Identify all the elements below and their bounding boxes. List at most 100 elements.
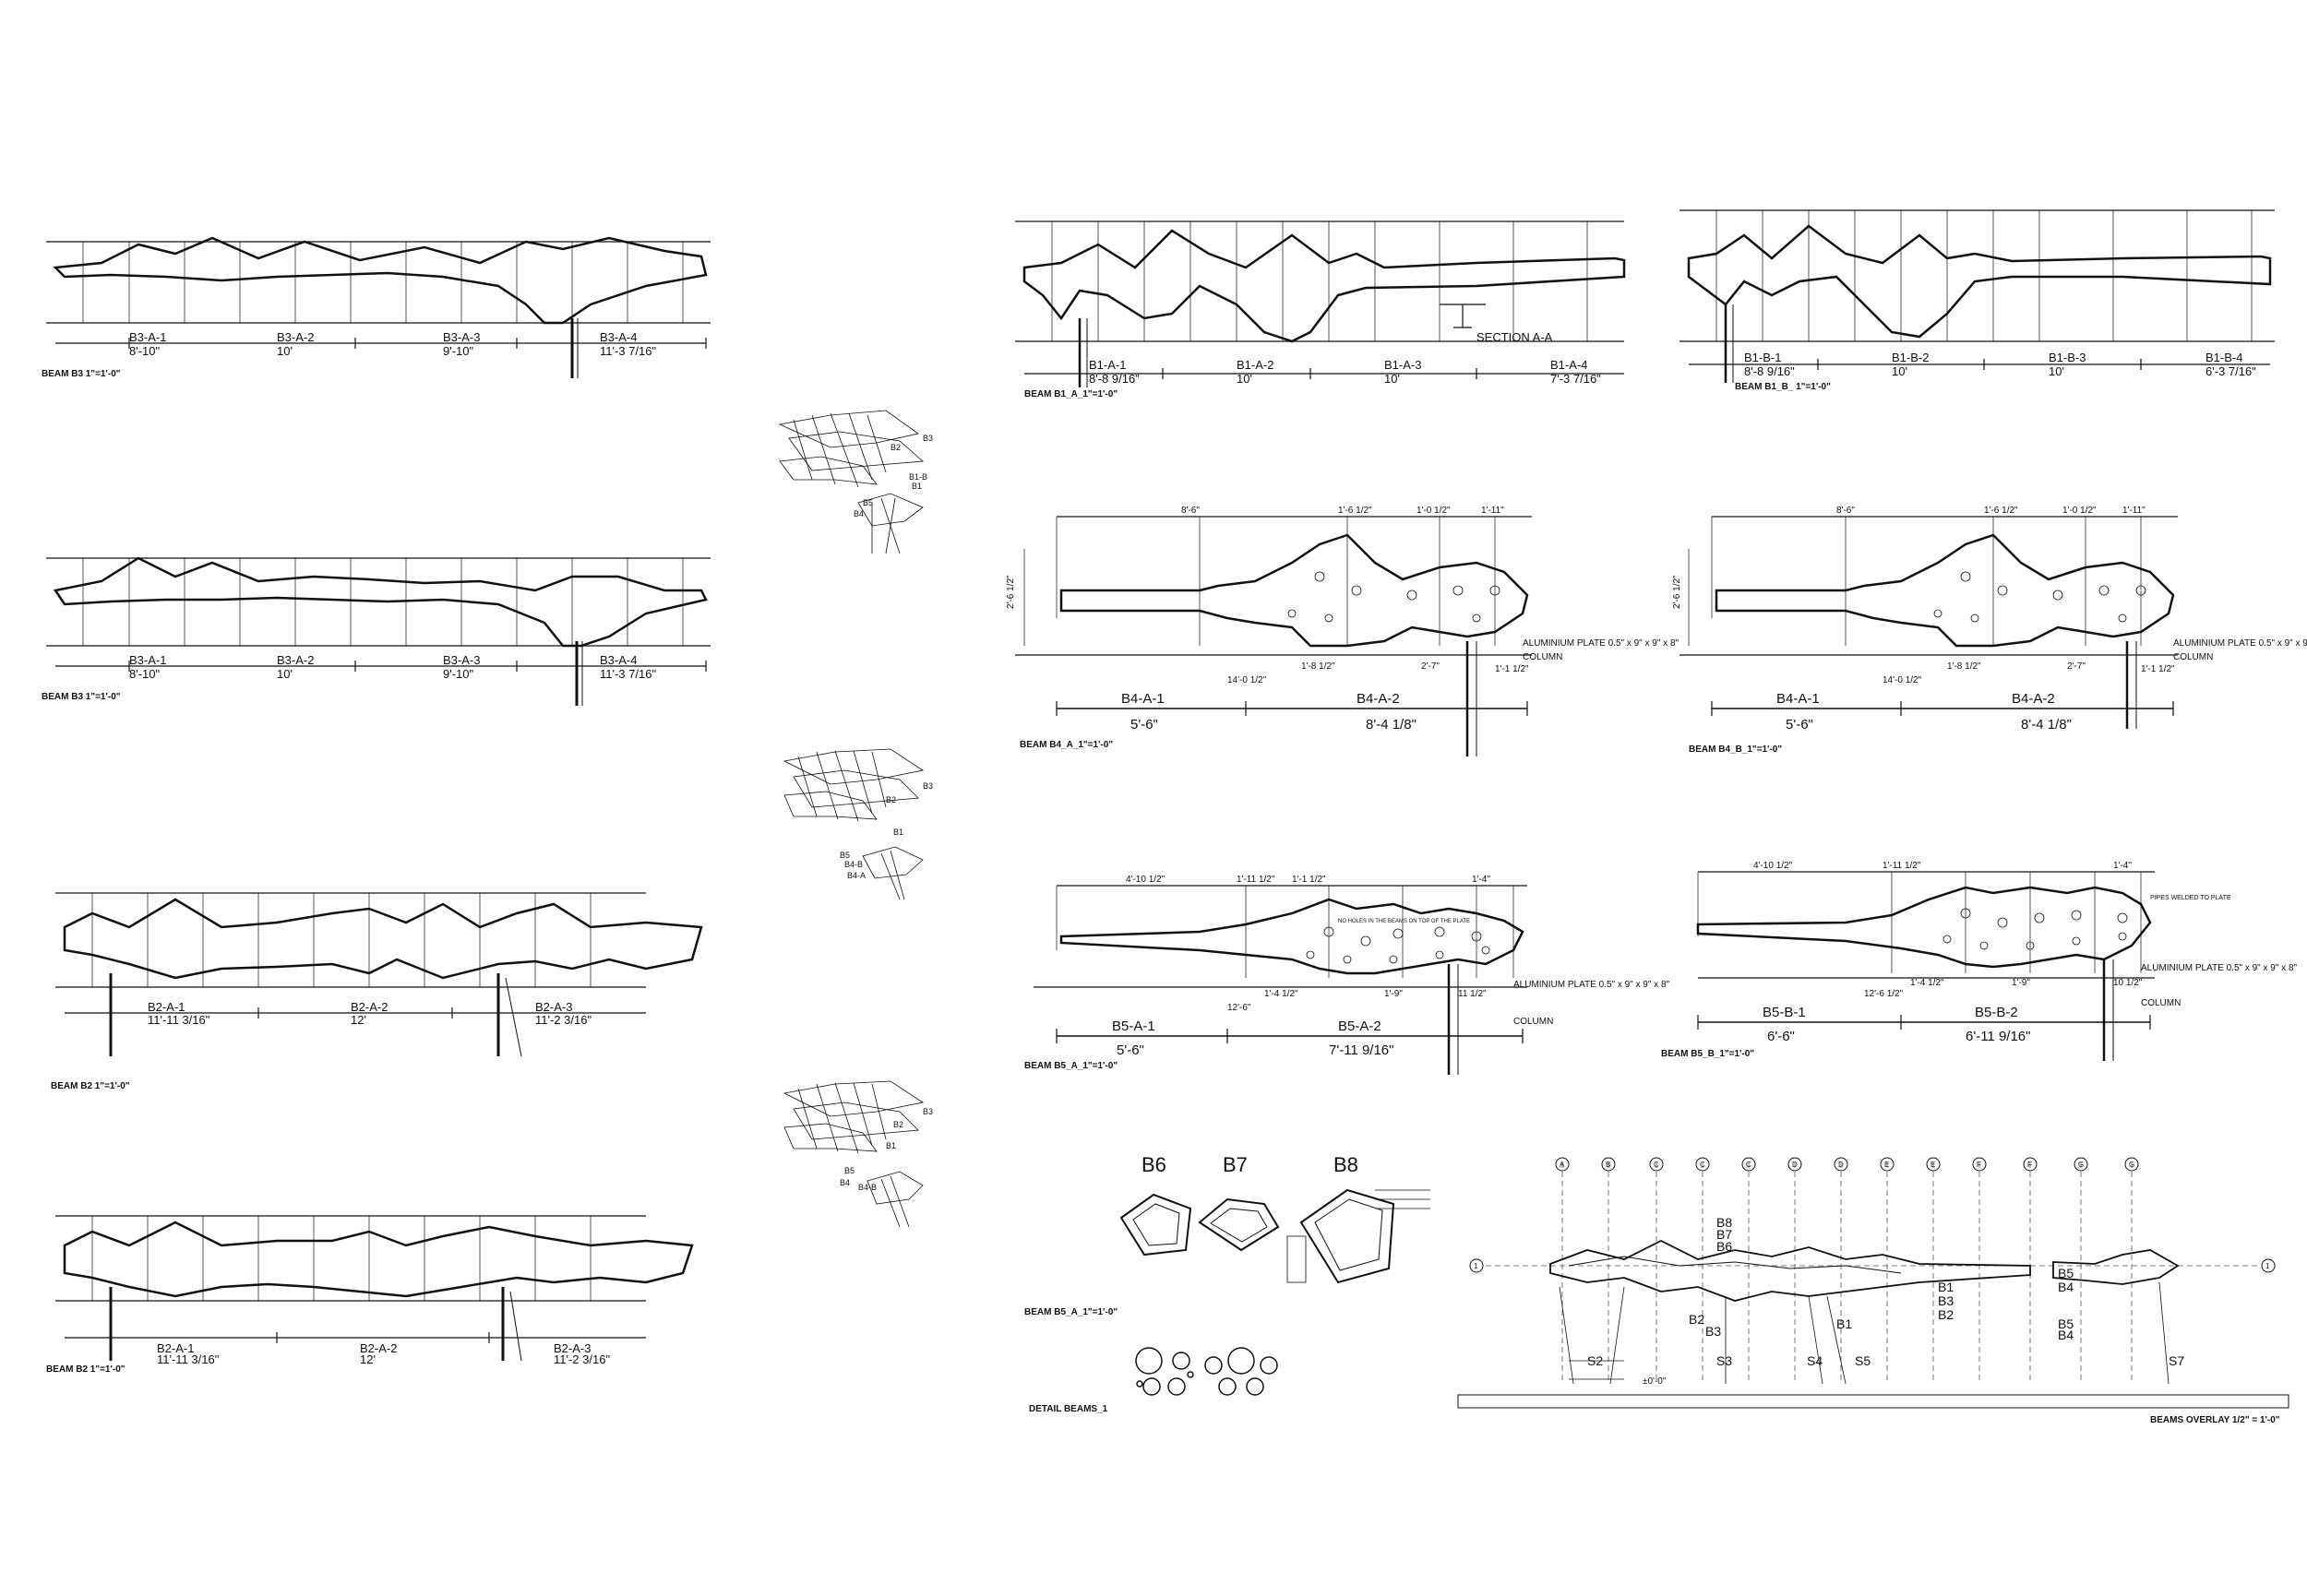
- b5b-bottom-dim-2: 1'-4 1/2": [1910, 978, 1944, 988]
- iso-3-label-b1: B1: [886, 1141, 896, 1150]
- b5b-pipe-note: PIPES WELDED TO PLATE: [2150, 895, 2231, 901]
- beam-b1a-elevation: [1015, 220, 1626, 387]
- b4b-height: 2'-6 1/2": [1672, 575, 1682, 609]
- overlay-beam-b5-bottom: B5: [2058, 1316, 2074, 1331]
- overlay-support-s3: S3: [1716, 1353, 1732, 1368]
- b1b-seg-1: B1-B-1: [1744, 351, 1781, 364]
- b4b-dim-2: 8'-4 1/8": [2021, 717, 2072, 732]
- overlay-end-right: 1: [2265, 1262, 2270, 1270]
- iso-3-label-b4: B4: [840, 1178, 850, 1187]
- overlay-grid-f2: F: [2027, 1161, 2032, 1169]
- b4a-bottom-dim-3: 2'-7": [1421, 661, 1440, 672]
- beam-b1b-elevation: [1679, 209, 2275, 383]
- overlay-grid-e2: E: [1930, 1161, 1935, 1169]
- section-b8-label: B8: [1333, 1153, 1358, 1176]
- section-b6: [1119, 1193, 1192, 1257]
- iso-2-label-b5: B5: [840, 851, 850, 860]
- b5a-plate-note: ALUMINIUM PLATE 0.5" x 9" x 9" x 8": [1513, 980, 1670, 990]
- b2-top-dim-2: 12': [351, 1013, 366, 1027]
- b3-top-dim-4: 11'-3 7/16": [600, 344, 656, 358]
- iso-3-label-b3: B3: [923, 1107, 933, 1116]
- overlay-grid-b: B: [1606, 1161, 1610, 1169]
- b2-second-title: BEAM B2 1"=1'-0": [46, 1364, 126, 1375]
- b1a-title: BEAM B1_A_1"=1'-0": [1024, 389, 1118, 399]
- isometric-cluster-1: [778, 410, 924, 554]
- b5a-bottom-dim-2: 1'-4 1/2": [1264, 989, 1298, 999]
- b5a-top-dim-2: 1'-11 1/2": [1237, 875, 1275, 885]
- detail-beams-title: DETAIL BEAMS_1: [1029, 1404, 1108, 1414]
- b5b-plate-note: ALUMINIUM PLATE 0.5" x 9" x 9" x 8": [2141, 963, 2298, 973]
- beam-b3-elevation-second: [46, 556, 711, 706]
- overlay-grid-f1: F: [1977, 1161, 1981, 1169]
- b4b-top-dim-3: 1'-0 1/2": [2062, 506, 2097, 516]
- overlay-grid-g1: G: [2078, 1161, 2084, 1169]
- b5a-top-dim-4: 1'-4": [1472, 875, 1490, 885]
- beams-overlay: [1457, 1157, 2289, 1409]
- beam-b3-elevation-top: [46, 236, 711, 378]
- b1b-seg-2: B1-B-2: [1892, 351, 1929, 364]
- overlay-grid-c2: C: [1700, 1161, 1705, 1169]
- b5a-seg-1: B5-A-1: [1112, 1018, 1155, 1034]
- b1b-dim-4: 6'-3 7/16": [2205, 364, 2256, 378]
- overlay-level: ±0'-0": [1643, 1376, 1667, 1387]
- overlay-beam-b5-top: B5: [2058, 1266, 2074, 1280]
- b2-top-seg-3: B2-A-3: [535, 1000, 572, 1014]
- b3-second-seg-1: B3-A-1: [129, 653, 166, 667]
- b3-top-seg-3: B3-A-3: [443, 330, 480, 344]
- b4a-column-note: COLUMN: [1523, 652, 1562, 662]
- b4b-bottom-dim-4: 1'-1 1/2": [2141, 664, 2175, 674]
- iso-2-label-b2: B2: [886, 795, 896, 804]
- b5b-top-dim-1: 4'-10 1/2": [1753, 861, 1793, 871]
- overlay-grid-g2: G: [2129, 1161, 2134, 1169]
- b1b-title: BEAM B1_B_ 1"=1'-0": [1735, 382, 1831, 392]
- overlay-beam-b1-right: B1: [1938, 1280, 1954, 1294]
- b2-second-seg-2: B2-A-2: [360, 1341, 397, 1355]
- b1a-dim-1: 8'-8 9/16": [1089, 372, 1140, 386]
- b3-second-dim-1: 8'-10": [129, 667, 161, 681]
- overlay-beam-b8: B8: [1716, 1215, 1732, 1230]
- b2-top-seg-2: B2-A-2: [351, 1000, 388, 1014]
- b3-second-title: BEAM B3 1"=1'-0": [42, 692, 121, 702]
- b3-top-dim-2: 10': [277, 344, 293, 358]
- beam-b5b-elevation: [1696, 871, 2155, 1061]
- b5a-sections-title: BEAM B5_A_1"=1'-0": [1024, 1307, 1118, 1317]
- b5a-bottom-dim-4: 11 1/2": [1458, 989, 1487, 999]
- b5a-top-dim-1: 4'-10 1/2": [1126, 875, 1165, 885]
- b5b-title: BEAM B5_B_1"=1'-0": [1661, 1049, 1754, 1059]
- section-b7-label: B7: [1223, 1153, 1248, 1176]
- b1b-dim-1: 8'-8 9/16": [1744, 364, 1795, 378]
- b1b-seg-4: B1-B-4: [2205, 351, 2242, 364]
- iso-3-label-b5: B5: [844, 1166, 855, 1175]
- section-b6-label: B6: [1142, 1153, 1166, 1176]
- beam-b2-elevation-top: [55, 892, 703, 1057]
- overlay-beam-b7: B7: [1716, 1227, 1732, 1242]
- b5b-top-dim-2: 1'-11 1/2": [1883, 861, 1921, 871]
- b5b-bottom-dim-1: 12'-6 1/2": [1864, 989, 1904, 999]
- iso-2-label-b4a: B4-A: [847, 871, 866, 880]
- iso-1-label-b4: B4: [854, 509, 864, 518]
- b5b-dim-1: 6'-6": [1767, 1029, 1795, 1044]
- b5a-dim-1: 5'-6": [1117, 1042, 1144, 1058]
- b5a-note: NO HOLES IN THE BEAMS ON TOP OF THE PLAT…: [1338, 919, 1470, 924]
- iso-1-label-b1b: B1-B: [909, 472, 927, 482]
- beam-b2-elevation-second: [55, 1215, 694, 1362]
- b2-second-dim-2: 12': [360, 1352, 376, 1366]
- b5b-column-note: COLUMN: [2141, 998, 2181, 1008]
- overlay-grid-d2: D: [1838, 1161, 1844, 1169]
- b3-top-seg-1: B3-A-1: [129, 330, 166, 344]
- overlay-grid-c3: C: [1746, 1161, 1751, 1169]
- b4a-seg-1: B4-A-1: [1121, 691, 1165, 707]
- b2-top-dim-1: 11'-11 3/16": [148, 1013, 210, 1027]
- overlay-beam-b1-left: B1: [1836, 1316, 1852, 1331]
- b5b-top-dim-3: 1'-4": [2113, 861, 2132, 871]
- beam-b4b-elevation: [1679, 516, 2178, 729]
- b5b-bottom-dim-4: 10 1/2": [2113, 978, 2143, 988]
- overlay-beam-b2-right: B2: [1938, 1307, 1954, 1322]
- overlay-support-s4: S4: [1807, 1353, 1823, 1368]
- b5a-dim-2: 7'-11 9/16": [1329, 1042, 1393, 1058]
- b3-second-dim-4: 11'-3 7/16": [600, 667, 656, 681]
- b4a-top-dim-4: 1'-11": [1481, 506, 1504, 516]
- b5b-dim-2: 6'-11 9/16": [1966, 1029, 2030, 1044]
- b3-second-seg-3: B3-A-3: [443, 653, 480, 667]
